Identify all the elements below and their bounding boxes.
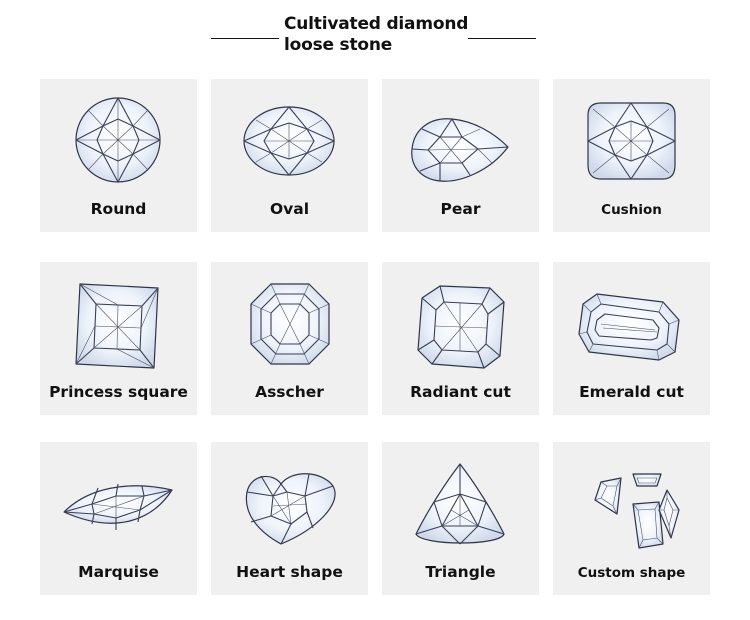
- emerald-diamond-icon: [578, 293, 680, 361]
- shape-label: Pear: [440, 200, 481, 218]
- shape-label: Princess square: [49, 383, 188, 401]
- shape-card-princess[interactable]: Princess square: [40, 262, 197, 415]
- shape-card-marquise[interactable]: Marquise: [40, 442, 197, 595]
- shape-card-triangle[interactable]: Triangle: [382, 442, 539, 595]
- title-line-1: Cultivated diamond: [284, 14, 469, 34]
- heart-diamond-icon: [245, 473, 336, 545]
- shape-label: Heart shape: [236, 563, 343, 581]
- round-diamond-icon: [75, 97, 161, 183]
- shape-label: Oval: [269, 200, 310, 218]
- cushion-diamond-icon: [587, 102, 676, 180]
- princess-diamond-icon: [75, 283, 159, 369]
- asscher-diamond-icon: [250, 283, 330, 365]
- shape-card-cushion[interactable]: Cushion: [553, 79, 710, 232]
- shape-card-heart[interactable]: Heart shape: [211, 442, 368, 595]
- title-line-2: loose stone: [284, 35, 393, 55]
- oval-diamond-icon: [243, 106, 335, 176]
- shape-label: Triangle: [425, 563, 496, 581]
- shape-card-oval[interactable]: Oval: [211, 79, 368, 232]
- shape-card-emerald[interactable]: Emerald cut: [553, 262, 710, 415]
- shape-label: Radiant cut: [410, 383, 511, 401]
- pear-diamond-icon: [411, 118, 509, 182]
- title-rule-right: [468, 38, 536, 39]
- shape-label: Cushion: [601, 202, 662, 218]
- shape-card-asscher[interactable]: Asscher: [211, 262, 368, 415]
- triangle-diamond-icon: [415, 463, 505, 545]
- page-header: Cultivated diamond loose stone: [0, 12, 750, 60]
- shape-label: Asscher: [255, 383, 324, 401]
- shape-card-radiant[interactable]: Radiant cut: [382, 262, 539, 415]
- shape-card-custom[interactable]: Custom shape: [553, 442, 710, 595]
- shape-card-pear[interactable]: Pear: [382, 79, 539, 232]
- shape-label: Custom shape: [577, 565, 686, 581]
- marquise-diamond-icon: [63, 483, 173, 530]
- shape-label: Emerald cut: [579, 383, 684, 401]
- shape-label: Round: [90, 200, 147, 218]
- shape-card-round[interactable]: Round: [40, 79, 197, 232]
- custom-diamond-icon: [594, 473, 680, 549]
- radiant-diamond-icon: [417, 285, 505, 369]
- page-title: Cultivated diamond loose stone: [284, 14, 484, 56]
- shape-label: Marquise: [78, 563, 159, 581]
- title-rule-left: [211, 38, 279, 39]
